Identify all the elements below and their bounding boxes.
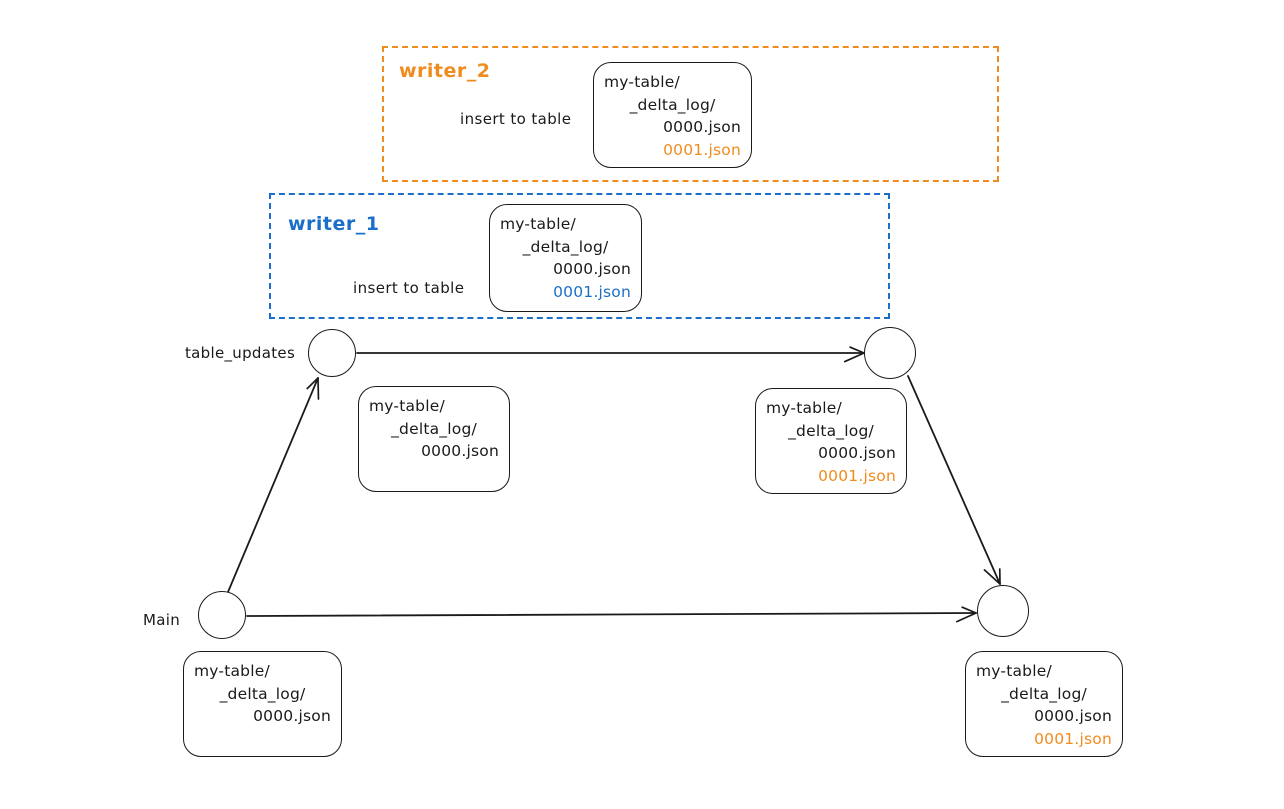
filebox-line: _delta_log/: [219, 684, 306, 703]
filebox-line: 0001.json: [553, 282, 631, 301]
filebox-line: _delta_log/: [788, 421, 874, 440]
lane-label-writer-2: writer_2: [399, 60, 491, 82]
filebox-line: my-table/: [369, 397, 445, 415]
lane-writer-2: [382, 46, 999, 182]
main-forward-edge: [246, 606, 977, 623]
filebox-line: 0000.json: [818, 444, 896, 463]
table-updates-commit-edge: [356, 346, 865, 363]
filebox-line: 0001.json: [663, 140, 741, 159]
filebox-line: 0000.json: [253, 707, 331, 726]
commit-node-table-updates-start[interactable]: [308, 329, 356, 377]
filebox-line: 0000.json: [1034, 707, 1112, 726]
branch-label-main: Main: [143, 611, 181, 629]
lane-label-writer-1: writer_1: [288, 213, 380, 235]
filebox-line: 0001.json: [1034, 729, 1112, 748]
lane-action-writer-2: insert to table: [460, 110, 572, 128]
filebox-table-updates-start-log: my-table/ _delta_log/0000.json: [358, 386, 510, 492]
filebox-main-start-log: my-table/ _delta_log/0000.json: [183, 651, 342, 757]
filebox-line: 0001.json: [818, 466, 896, 485]
filebox-main-merge-log: my-table/ _delta_log/0000.json 0001.json: [965, 651, 1123, 757]
filebox-line: _delta_log/: [522, 237, 609, 256]
filebox-line: 0000.json: [421, 442, 499, 461]
filebox-line: my-table/: [500, 215, 576, 233]
filebox-line: my-table/: [604, 73, 680, 91]
filebox-line: 0000.json: [663, 118, 741, 137]
branch-from-main-edge: [227, 377, 320, 593]
branch-label-table-updates: table_updates: [185, 344, 296, 362]
lane-writer-1: [269, 193, 890, 319]
commit-node-main-start[interactable]: [198, 591, 246, 639]
filebox-writer2-log: my-table/ _delta_log/0000.json 0001.json: [593, 62, 752, 168]
filebox-line: 0000.json: [553, 260, 631, 279]
filebox-line: my-table/: [766, 399, 842, 417]
commit-node-main-merge[interactable]: [977, 585, 1029, 637]
lane-action-writer-1: insert to table: [353, 279, 465, 297]
filebox-writer1-log: my-table/ _delta_log/0000.json 0001.json: [489, 204, 642, 312]
filebox-line: my-table/: [194, 662, 270, 680]
filebox-line: _delta_log/: [1001, 684, 1087, 703]
merge-into-main-edge: [907, 375, 1001, 585]
filebox-line: _delta_log/: [391, 419, 477, 438]
filebox-line: my-table/: [976, 662, 1052, 680]
filebox-line: _delta_log/: [629, 95, 716, 114]
filebox-table-updates-commit-log: my-table/ _delta_log/0000.json 0001.json: [755, 388, 907, 494]
commit-node-table-updates-commit[interactable]: [864, 327, 916, 379]
